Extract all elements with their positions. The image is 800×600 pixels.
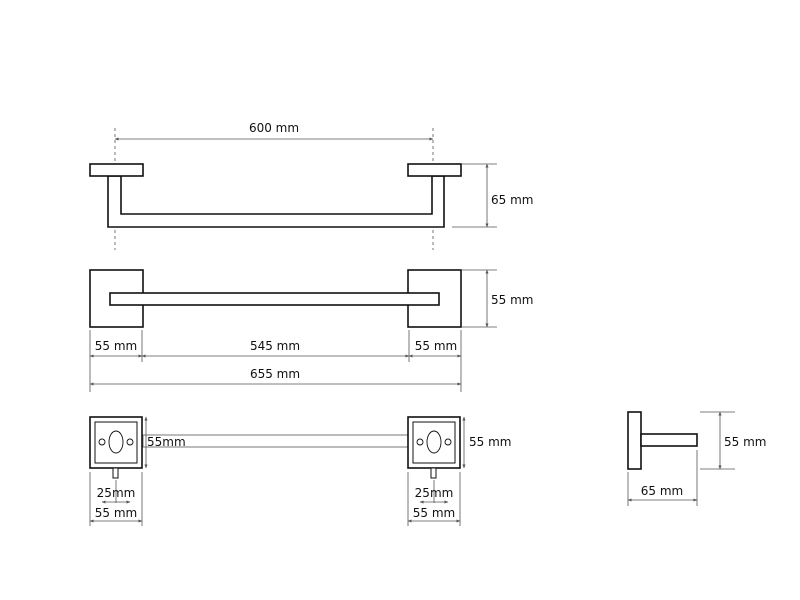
front-left-label: 55 mm (95, 339, 137, 353)
mount-left-screw-label: 25mm (97, 486, 136, 500)
mount-right-screw-label: 25mm (415, 486, 454, 500)
top-left-wall-plate (89, 163, 144, 177)
mount-left-center-hole (108, 430, 124, 454)
mount-left-screw (112, 467, 119, 479)
mount-right-width-label: 55 mm (413, 506, 455, 520)
mount-right-height-label: 55 mm (469, 435, 511, 449)
front-height-label: 55 mm (491, 293, 533, 307)
front-middle-label: 545 mm (250, 339, 300, 353)
top-right-wall-plate (407, 163, 462, 177)
top-width-label: 600 mm (249, 121, 299, 135)
side-height-label: 55 mm (724, 435, 766, 449)
mount-left-height-label: 55mm (147, 435, 186, 449)
mount-right-center-hole (426, 430, 442, 454)
side-arm (640, 433, 698, 447)
mount-view: 55mm 55 mm 25mm 25mm 55 mm 55 mm (89, 416, 511, 526)
side-depth-label: 65 mm (641, 484, 683, 498)
mount-left-plate (89, 416, 143, 479)
mount-right-screw-hole-right (444, 438, 452, 446)
front-view: 55 mm 55 mm 545 mm 55 mm 655 mm (89, 269, 533, 392)
front-right-label: 55 mm (415, 339, 457, 353)
mount-right-plate (407, 416, 461, 479)
mount-right-screw-hole-left (416, 438, 424, 446)
front-bar (109, 292, 440, 306)
mount-left-screw-hole-left (98, 438, 106, 446)
side-wall-plate (627, 411, 642, 470)
top-view: 600 mm 65 mm (89, 121, 533, 250)
mount-right-screw (430, 467, 437, 479)
top-bar-outline (107, 175, 445, 228)
top-height-label: 65 mm (491, 193, 533, 207)
side-view: 55 mm 65 mm (627, 411, 766, 506)
mount-left-screw-hole-right (126, 438, 134, 446)
mount-left-width-label: 55 mm (95, 506, 137, 520)
front-total-label: 655 mm (250, 367, 300, 381)
